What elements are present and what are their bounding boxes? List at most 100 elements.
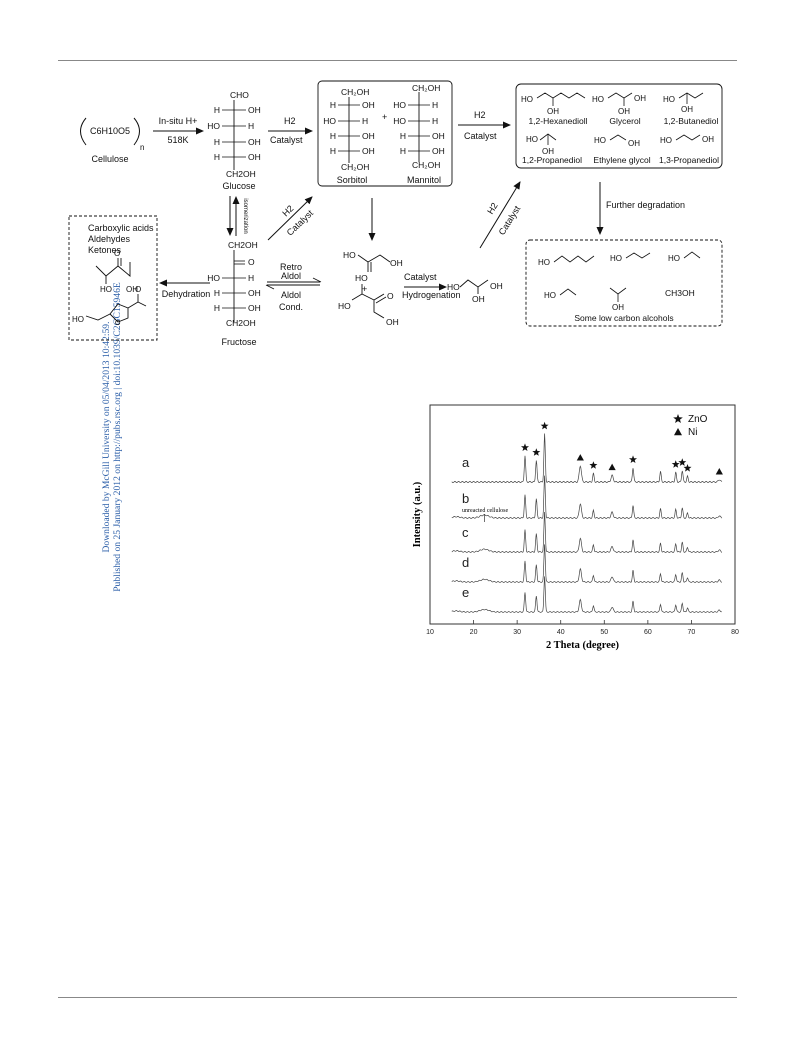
c3-oh-1: OH	[390, 258, 403, 268]
lactic-ho: HO	[100, 285, 112, 294]
hexitols-box	[317, 80, 453, 187]
xrd-curve-c	[451, 511, 723, 553]
zno-marker	[629, 455, 637, 463]
glycerol-oh-2: OH	[472, 294, 485, 304]
product-3: 1,2-Butanediol	[664, 116, 719, 126]
polyols-box	[515, 83, 723, 169]
svg-text:HO: HO	[668, 254, 680, 263]
svg-text:H: H	[214, 137, 220, 147]
peak-markers	[521, 421, 723, 475]
catalyst-label-5: Catalyst	[464, 131, 497, 141]
cellulose-formula: C6H10O5	[90, 126, 130, 136]
plot-frame	[429, 404, 736, 625]
svg-text:H: H	[330, 131, 336, 141]
dehydration-product-3: Ketones	[88, 245, 122, 255]
series-label-b: b	[462, 491, 469, 506]
legend-label: Ni	[688, 427, 697, 438]
svg-text:H: H	[400, 131, 406, 141]
c3-ho-2: HO	[355, 273, 368, 283]
svg-text:HO: HO	[323, 116, 336, 126]
svg-text:CH₂OH: CH₂OH	[412, 160, 440, 170]
cellulose: C6H10O5 n Cellulose	[80, 117, 144, 164]
svg-text:OH: OH	[634, 94, 646, 103]
svg-text:HO: HO	[594, 136, 606, 145]
glycerol-hydrogenolysis-arrow	[479, 181, 521, 249]
product-1: 1,2-Hexanedioll	[528, 116, 587, 126]
further-degradation-label: Further degradation	[606, 200, 685, 210]
ni-marker	[576, 454, 584, 461]
hmf-o: O	[135, 285, 141, 294]
svg-text:H: H	[330, 146, 336, 156]
dehydration-product-2: Aldehydes	[88, 234, 131, 244]
dehydration-product-1: Carboxylic acids	[88, 223, 154, 233]
x-tick-label: 10	[426, 629, 434, 636]
svg-text:HO: HO	[592, 95, 604, 104]
xrd-curve-e	[451, 576, 722, 613]
zno-marker	[683, 464, 692, 472]
glucose-label: Glucose	[222, 181, 255, 191]
aldol-cond-label-1: Aldol	[281, 290, 301, 300]
svg-text:OH: OH	[248, 105, 261, 115]
svg-text:H: H	[248, 121, 254, 131]
h2-label-4: H2	[474, 110, 486, 120]
catalyst-label-3: Catalyst	[404, 272, 437, 282]
fructose-structure: CH2OH O HO H H OH H OH CH2OH	[207, 240, 261, 328]
insitu-h-label: In-situ H+	[159, 116, 198, 126]
series-label-d: d	[462, 555, 469, 570]
svg-text:OH: OH	[628, 139, 640, 148]
methanol: CH3OH	[665, 288, 695, 298]
c3-ho-1: HO	[343, 250, 356, 260]
x-tick-label: 80	[731, 629, 739, 636]
aldol-cond-label-2: Cond.	[279, 302, 303, 312]
ni-marker	[715, 468, 723, 475]
svg-text:CH2OH: CH2OH	[226, 318, 256, 328]
xrd-curve-d	[451, 544, 722, 583]
xrd-curve-b	[451, 475, 723, 519]
glucose-structure: CHO H OH HO H H OH H OH CH2OH	[207, 90, 261, 179]
svg-text:CH₂OH: CH₂OH	[341, 162, 369, 172]
svg-text:OH: OH	[432, 146, 445, 156]
zno-marker	[521, 443, 529, 451]
svg-text:H: H	[362, 116, 368, 126]
mannitol-label: Mannitol	[407, 175, 441, 185]
svg-text:HO: HO	[663, 95, 675, 104]
series-label-c: c	[462, 525, 469, 540]
series-label-e: e	[462, 585, 469, 600]
svg-text:CH2OH: CH2OH	[228, 240, 258, 250]
svg-text:OH: OH	[248, 137, 261, 147]
legend-star-icon	[673, 414, 683, 423]
svg-text:H: H	[214, 105, 220, 115]
low-carbon-alcohols-box	[525, 239, 723, 327]
c3-plus: +	[362, 284, 367, 294]
svg-text:O: O	[248, 257, 255, 267]
catalyst-label-1: Catalyst	[270, 135, 303, 145]
dehydration-label: Dehydration	[162, 289, 211, 299]
hexitols-plus: +	[382, 112, 387, 122]
low-carbon-label: Some low carbon alcohols	[574, 313, 673, 323]
fructose-hydrogenation-arrow	[267, 196, 313, 241]
glycerol-ho: HO	[447, 282, 460, 292]
c3-ho-3: HO	[338, 301, 351, 311]
xrd-curve-a	[451, 433, 723, 483]
product-6: 1,3-Propanediol	[659, 155, 719, 165]
alcohol-skeletons	[553, 251, 701, 302]
svg-text:OH: OH	[542, 147, 554, 156]
ni-marker	[608, 463, 616, 471]
svg-text:OH: OH	[432, 131, 445, 141]
y-axis-label: Intensity (a.u.)	[412, 481, 423, 547]
x-tick-label: 70	[688, 629, 696, 636]
fructose-label: Fructose	[221, 337, 256, 347]
product-5: Ethylene glycol	[593, 155, 650, 165]
svg-text:OH: OH	[248, 303, 261, 313]
hmf-structure	[85, 294, 147, 323]
bottom-rule	[58, 997, 737, 998]
product-2: Glycerol	[609, 116, 640, 126]
svg-text:HO: HO	[207, 121, 220, 131]
svg-text:OH: OH	[702, 135, 714, 144]
svg-text:OH: OH	[547, 107, 559, 116]
svg-text:H: H	[214, 152, 220, 162]
